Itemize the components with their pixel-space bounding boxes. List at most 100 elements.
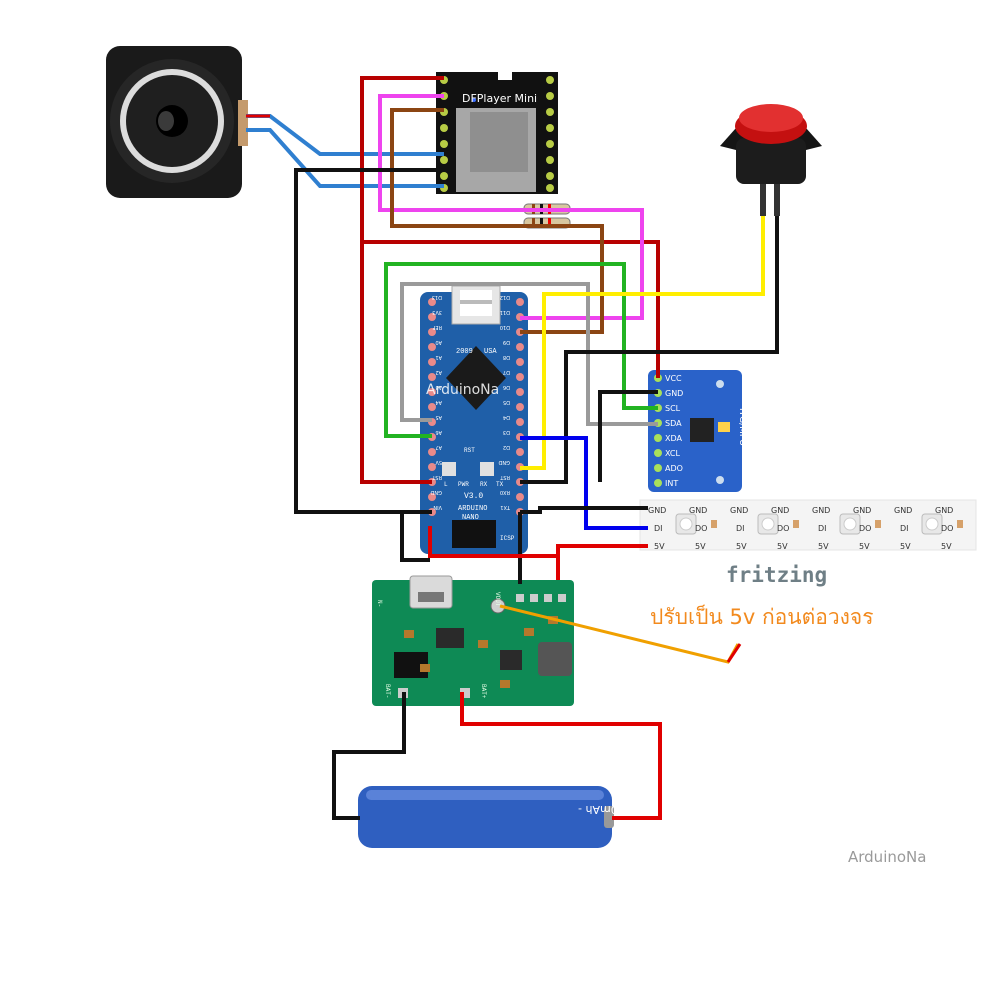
wire-battery-positive: [460, 692, 662, 820]
mpu-pin-label: VCC: [665, 374, 682, 383]
strip-5v-label: 5V: [900, 542, 911, 551]
nano-pin-label: D6: [503, 384, 510, 390]
nano-pin: [428, 493, 436, 501]
wire-led-5v-red: [556, 544, 648, 580]
led-strip: GNDDI5VGNDDO5VGNDDI5VGNDDO5VGNDDI5VGNDDO…: [639, 499, 977, 551]
strip-data-label: DI: [654, 524, 663, 533]
nano-pin-label: REF: [432, 324, 442, 330]
wire-led-data-blue: [520, 436, 648, 530]
strip-gnd-label: GND: [935, 506, 953, 515]
nano-pin-label: RX0: [500, 489, 510, 495]
battery-18650: + Li-ion 18650 3.7V 2200mAh -: [358, 786, 752, 848]
nano-pin: [428, 403, 436, 411]
nano-pin-label: D12: [500, 294, 510, 300]
strip-gnd-label: GND: [853, 506, 871, 515]
boost-bat-plus: BAT+: [480, 684, 487, 699]
strip-data-label: DI: [900, 524, 909, 533]
nano-name2: NANO: [462, 514, 479, 522]
nano-pin: [516, 373, 524, 381]
nano-pin: [428, 463, 436, 471]
nano-pin-label: RST: [431, 474, 442, 480]
nano-pin-label: D13: [432, 294, 442, 300]
dfplayer-title: DFPlayer Mini: [462, 92, 537, 105]
nano-pin-label: 3V3: [432, 309, 442, 315]
mpu-pin-label: ADO: [665, 464, 683, 473]
wire-button-gnd: [520, 216, 779, 484]
nano-name1: ARDUINO: [458, 505, 487, 513]
strip-5v-label: 5V: [818, 542, 829, 551]
nano-led-rx: RX: [480, 481, 488, 488]
nano-pin-label: A3: [435, 384, 442, 390]
nano-pin-label: GND: [430, 489, 442, 495]
boost-bat-minus: BAT-: [384, 684, 391, 698]
nano-pin-label: TX1: [500, 504, 511, 510]
nano-pin: [516, 493, 524, 501]
strip-data-label: DI: [818, 524, 827, 533]
mpu-pin: [654, 449, 662, 457]
fritzing-logo: fritzing: [726, 563, 827, 587]
speaker: [106, 46, 248, 198]
strip-data-label: DO: [941, 524, 953, 533]
nano-pin-label: A5: [435, 414, 442, 420]
nano-pin-label: D4: [503, 414, 510, 420]
nano-pin-label: 5V: [435, 459, 442, 465]
nano-pin: [516, 343, 524, 351]
nano-pin-label: A4: [435, 399, 442, 405]
mpu-pin: [654, 434, 662, 442]
boost-n-minus: N-: [376, 600, 383, 607]
push-button: [720, 104, 822, 216]
corner-watermark: ArduinoNa: [848, 848, 926, 866]
nano-pin-label: D2: [503, 444, 510, 450]
nano-pin-label: GND: [498, 459, 510, 465]
nano-pin: [428, 328, 436, 336]
strip-led-lens: [843, 517, 857, 531]
strip-5v-label: 5V: [941, 542, 952, 551]
nano-pin-label: A1: [435, 354, 442, 360]
strip-gnd-label: GND: [730, 506, 748, 515]
annotation-arrow-tip: [726, 643, 742, 663]
mpu-pin-label: GND: [665, 389, 683, 398]
nano-pin-label: D8: [503, 354, 510, 360]
nano-pin-label: D5: [503, 399, 510, 405]
wire-boost-gnd: [400, 510, 432, 562]
strip-5v-label: 5V: [654, 542, 665, 551]
nano-pin-label: RST: [499, 474, 510, 480]
nano-pin-label: D7: [503, 369, 510, 375]
strip-data-label: DI: [736, 524, 745, 533]
nano-led-l: L: [444, 481, 448, 488]
strip-5v-label: 5V: [859, 542, 870, 551]
wire-battery-negative: [332, 692, 406, 820]
nano-icsp: ICSP: [500, 535, 515, 542]
mpu-pin-label: SDA: [665, 419, 682, 428]
mpu-pin-label: XCL: [665, 449, 680, 458]
nano-pin: [516, 403, 524, 411]
strip-data-label: DO: [695, 524, 707, 533]
nano-pin: [428, 313, 436, 321]
wire-pink: [378, 94, 644, 320]
wire-vcc-mpu-red: [362, 240, 660, 378]
boost-module: VOUT N- BAT- BAT+: [372, 575, 574, 706]
nano-pin-label: A0: [435, 339, 442, 345]
nano-pin-label: A6: [435, 429, 442, 435]
adjust-note: ปรับเป็น 5v ก่อนต่อวงจร: [650, 603, 874, 629]
nano-pin: [516, 298, 524, 306]
nano-pin: [428, 298, 436, 306]
strip-gnd-label: GND: [648, 506, 666, 515]
nano-pin: [428, 388, 436, 396]
nano-pin: [516, 418, 524, 426]
strip-capacitor: [793, 520, 799, 528]
wire-button-yellow: [520, 216, 765, 470]
arduino-nano-board: 2009 USA V3.0 ARDUINO NANO ICSP RST L PW…: [420, 285, 528, 554]
nano-pin: [428, 343, 436, 351]
nano-pin-label: D9: [503, 339, 510, 345]
nano-pin-label: D11: [500, 309, 510, 315]
strip-capacitor: [875, 520, 881, 528]
battery-label: + Li-ion 18650 3.7V 2200mAh -: [578, 803, 752, 816]
nano-rst: RST: [464, 447, 475, 454]
nano-pin: [428, 373, 436, 381]
mpu-pin-label: SCL: [665, 404, 681, 413]
strip-gnd-label: GND: [894, 506, 912, 515]
strip-5v-label: 5V: [777, 542, 788, 551]
nano-usa: USA: [484, 348, 497, 356]
